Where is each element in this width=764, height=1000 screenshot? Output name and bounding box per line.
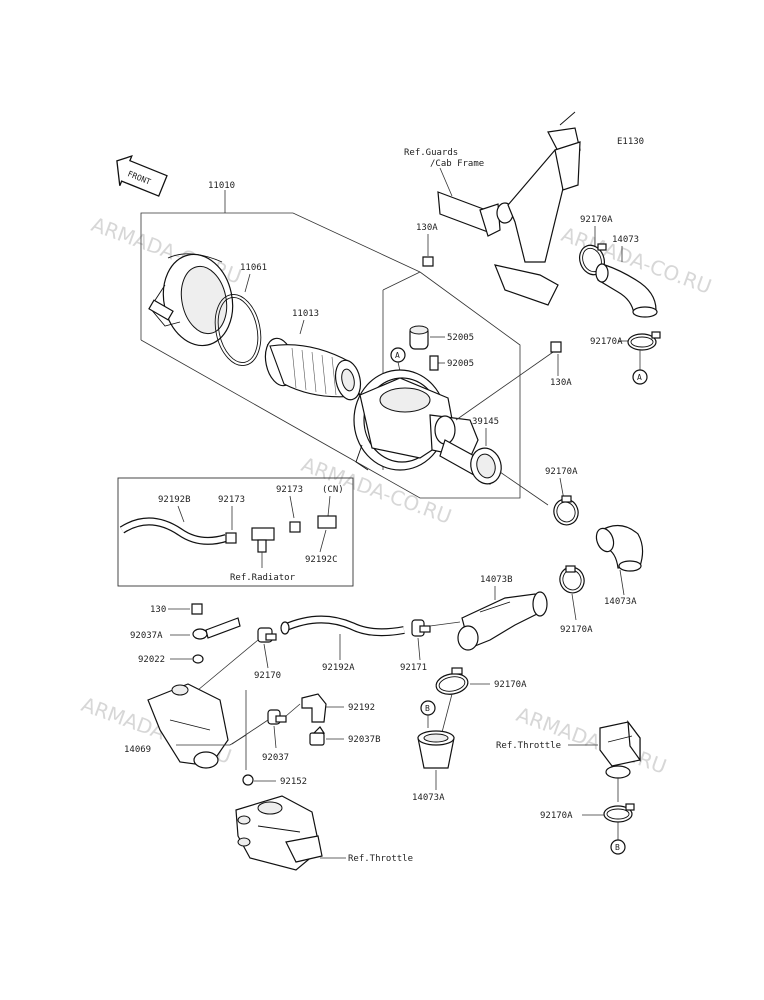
mount-bracket-part bbox=[147, 683, 229, 769]
seal-part bbox=[470, 447, 502, 485]
part-label-92170a-b: 92170A bbox=[494, 680, 527, 690]
part-label-14073: 14073 bbox=[612, 235, 639, 245]
elbow-duct-part bbox=[595, 524, 644, 572]
part-label-92170a-mid: 92170A bbox=[545, 467, 578, 477]
part-label-92005: 92005 bbox=[447, 359, 474, 369]
marker-a: A bbox=[395, 351, 400, 360]
part-label-14069: 14069 bbox=[124, 745, 151, 755]
part-label-92192: 92192 bbox=[348, 703, 375, 713]
part-label-92170a-top: 92170A bbox=[580, 215, 613, 225]
radiator-hose-part bbox=[119, 515, 337, 553]
part-label-14073b: 14073B bbox=[480, 575, 513, 585]
hose-clamp-part bbox=[257, 627, 277, 643]
part-label-92173-a: 92173 bbox=[218, 495, 245, 505]
bolt-part bbox=[550, 341, 562, 353]
hose-clamp-part bbox=[559, 565, 585, 594]
o-ring-part bbox=[214, 294, 262, 366]
y-duct-part bbox=[457, 591, 548, 651]
hose-clamp-part bbox=[267, 709, 287, 725]
part-label-cn: (CN) bbox=[322, 485, 344, 495]
ref-throttle-mid-label: Ref.Throttle bbox=[496, 741, 561, 751]
radiator-hose-inset bbox=[117, 477, 354, 587]
o-ring-small-part bbox=[242, 774, 254, 786]
part-label-39145: 39145 bbox=[472, 417, 499, 427]
part-label-92173-b: 92173 bbox=[276, 485, 303, 495]
part-label-92037a: 92037A bbox=[130, 631, 163, 641]
hose-clamp-part bbox=[627, 331, 661, 351]
part-label-11061: 11061 bbox=[240, 263, 267, 273]
ref-radiator-label: Ref.Radiator bbox=[230, 573, 296, 583]
part-label-14073a-bottom: 14073A bbox=[412, 793, 445, 803]
part-label-92170: 92170 bbox=[254, 671, 281, 681]
filter-element-part bbox=[264, 337, 362, 401]
bolt-part bbox=[191, 603, 203, 615]
ref-cab-frame-label: /Cab Frame bbox=[430, 159, 484, 169]
ref-throttle-bottom-label: Ref.Throttle bbox=[348, 854, 413, 864]
part-label-92170a-lower: 92170A bbox=[560, 625, 593, 635]
bolt-part bbox=[422, 256, 434, 267]
bracket-strap-part bbox=[192, 617, 241, 640]
washer-part bbox=[192, 654, 204, 664]
boot-part bbox=[417, 730, 455, 769]
marker-a: A bbox=[637, 373, 642, 382]
intake-duct-part bbox=[595, 263, 658, 318]
diagram-code: E1130 bbox=[617, 137, 644, 147]
hose-clamp-part bbox=[411, 619, 431, 637]
marker-a-circle bbox=[632, 369, 648, 385]
part-label-52005: 52005 bbox=[447, 333, 474, 343]
throttle-boot-part bbox=[599, 719, 641, 779]
valve-part bbox=[409, 325, 429, 350]
part-label-130a-top: 130A bbox=[416, 223, 438, 233]
marker-b: B bbox=[615, 843, 620, 852]
part-label-130a-right: 130A bbox=[550, 378, 572, 388]
hose-clamp-part bbox=[435, 667, 469, 695]
cab-frame-part bbox=[437, 111, 581, 306]
throttle-body-part bbox=[235, 795, 323, 871]
part-label-92170a-bottom: 92170A bbox=[540, 811, 573, 821]
marker-b-circle bbox=[610, 839, 626, 855]
clip-part bbox=[309, 726, 326, 746]
part-label-92192a: 92192A bbox=[322, 663, 355, 673]
front-arrow-icon: FRONT bbox=[116, 155, 168, 197]
marker-b: B bbox=[425, 704, 430, 713]
air-cleaner-housing-part bbox=[353, 369, 501, 485]
hose-elbow-part bbox=[301, 693, 327, 723]
part-label-14073a-right: 14073A bbox=[604, 597, 637, 607]
part-label-92037: 92037 bbox=[262, 753, 289, 763]
part-label-92192c: 92192C bbox=[305, 555, 338, 565]
fitting-part bbox=[429, 355, 439, 371]
part-label-92192b: 92192B bbox=[158, 495, 191, 505]
part-label-130: 130 bbox=[150, 605, 166, 615]
hose-clamp-part bbox=[603, 803, 635, 823]
part-label-92171: 92171 bbox=[400, 663, 427, 673]
part-label-92170a-a: 92170A bbox=[590, 337, 623, 347]
part-label-11010: 11010 bbox=[208, 181, 235, 191]
part-label-92022: 92022 bbox=[138, 655, 165, 665]
ref-guards-label: Ref.Guards bbox=[404, 148, 458, 158]
part-label-92037b: 92037B bbox=[348, 735, 381, 745]
hose-clamp-part bbox=[553, 495, 579, 526]
part-label-92152: 92152 bbox=[280, 777, 307, 787]
coolant-hose-part bbox=[280, 615, 405, 637]
part-label-11013: 11013 bbox=[292, 309, 319, 319]
